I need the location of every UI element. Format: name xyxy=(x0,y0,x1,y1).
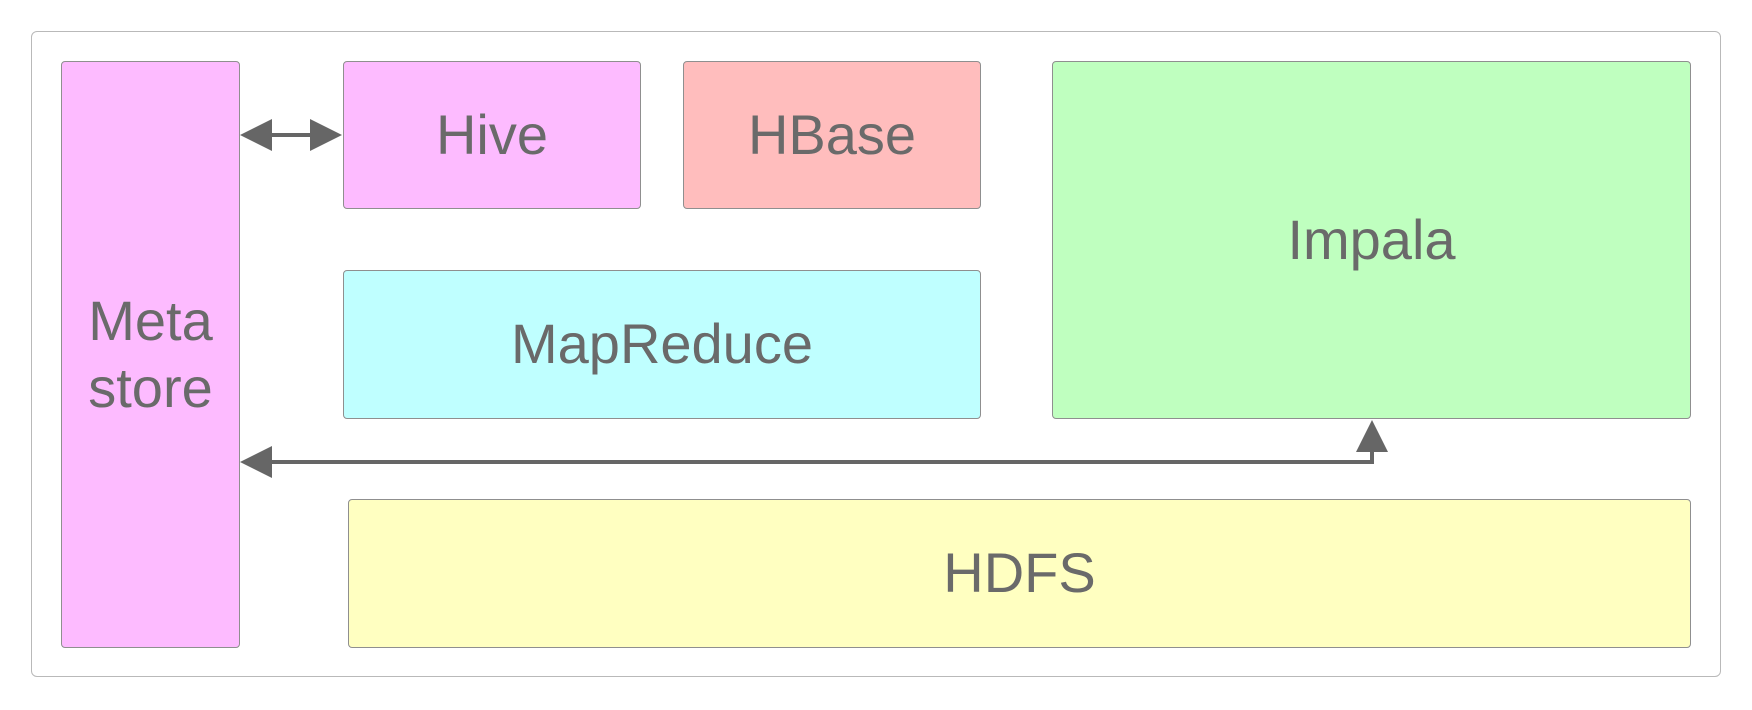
hive-block: Hive xyxy=(343,61,641,209)
hbase-label: HBase xyxy=(747,102,917,166)
hbase-block: HBase xyxy=(683,61,981,209)
impala-label: Impala xyxy=(1287,207,1456,271)
hive-label: Hive xyxy=(435,102,549,166)
metastore-label: Meta store xyxy=(88,289,213,419)
metastore-block: Meta store xyxy=(61,61,240,648)
hdfs-label: HDFS xyxy=(943,541,1096,605)
impala-block: Impala xyxy=(1052,61,1691,419)
mapreduce-label: MapReduce xyxy=(511,312,813,376)
mapreduce-block: MapReduce xyxy=(343,270,981,419)
hdfs-block: HDFS xyxy=(348,499,1691,648)
